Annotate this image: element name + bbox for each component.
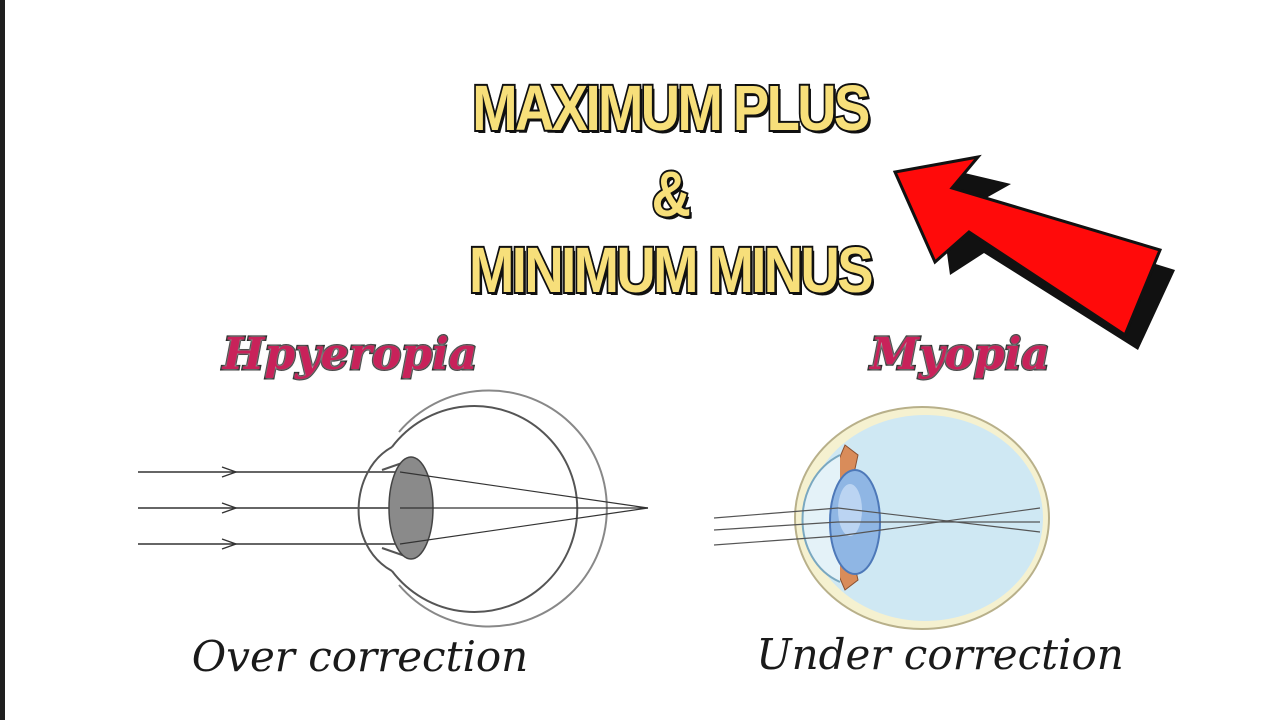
- cornea: [801, 454, 841, 583]
- hyperopia-label: Hpyeropia: [221, 328, 478, 381]
- incoming-light-rays: [138, 466, 400, 550]
- light-rays: [713, 507, 1041, 546]
- title-line-1: MAXIMUM PLUS: [471, 72, 872, 144]
- over-correction-caption: Over correction: [191, 632, 529, 681]
- title-line-2: MINIMUM MINUS: [467, 234, 875, 306]
- under-correction-caption: Under correction: [756, 630, 1124, 679]
- myopia-eye-diagram: [713, 406, 1050, 630]
- title-ampersand: &: [650, 158, 693, 230]
- red-arrow-icon: [892, 154, 1175, 350]
- left-edge-bar: [0, 0, 5, 720]
- refracted-rays: [399, 471, 649, 545]
- hyperopia-eye-diagram: [138, 389, 649, 628]
- myopia-label: Myopia: [869, 328, 1052, 381]
